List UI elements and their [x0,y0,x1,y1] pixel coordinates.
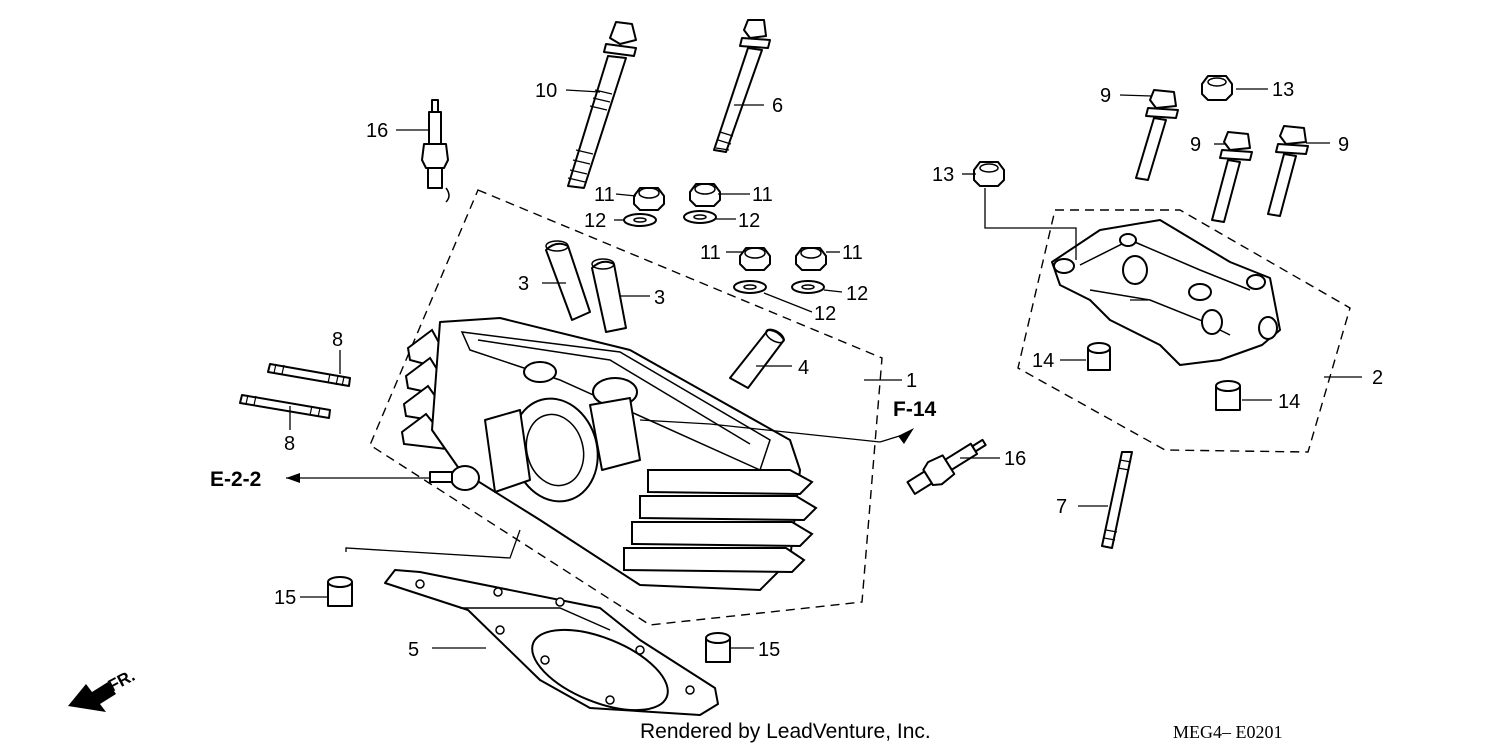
valve-guide-3-a[interactable] [545,240,591,321]
label-part-6: 6 [772,95,783,117]
spark-plug-16-b[interactable] [904,431,991,499]
valve-guide-4[interactable] [729,327,786,389]
dowel-pin-14-b[interactable] [1215,380,1241,411]
label-part-9c: 9 [1338,134,1349,156]
stud-bolt-8-upper[interactable] [267,363,351,387]
label-part-8a: 8 [332,329,343,351]
cylinder-head-group-outline [369,189,883,626]
cap-nut-11-b[interactable] [689,183,721,207]
label-part-15a: 15 [274,587,296,609]
label-part-16a: 16 [366,120,388,142]
arrow-to-f-14 [898,428,914,444]
label-part-7: 7 [1056,496,1067,518]
label-part-12c: 12 [846,283,868,305]
label-part-12d: 12 [814,303,836,325]
label-part-11c: 11 [700,242,721,264]
cylinder-head[interactable] [400,317,818,591]
washer-12-d[interactable] [791,280,825,294]
reference-f-14[interactable]: F-14 [893,398,937,421]
cap-nut-11-a[interactable] [633,187,665,211]
valve-guide-3-b[interactable] [591,258,627,333]
dowel-pin-14-a[interactable] [1087,342,1111,371]
part-labels: 1 2 3 3 4 5 6 7 8 8 9 9 9 10 11 11 11 11… [274,79,1383,661]
label-part-2: 2 [1372,367,1383,389]
label-part-9a: 9 [1100,85,1111,107]
spark-plug-16-a[interactable] [421,99,450,203]
label-part-12b: 12 [738,210,760,232]
reference-e-2-2[interactable]: E-2-2 [210,468,261,491]
washer-12-a[interactable] [623,213,657,227]
cap-nut-13-b[interactable] [973,161,1005,187]
stud-bolt-7[interactable] [1101,451,1133,549]
label-part-1: 1 [906,370,917,392]
flange-bolt-10[interactable] [567,21,637,189]
dowel-pin-15-a[interactable] [327,576,353,607]
cylinder-head-gasket[interactable] [384,569,719,727]
label-part-11d: 11 [842,242,863,264]
arrow-to-e-2-2 [286,473,300,483]
stud-bolt-8-lower[interactable] [239,394,331,419]
cap-nut-11-c[interactable] [739,247,771,271]
diagram-code: MEG4– E0201 [1173,722,1283,742]
label-part-3b: 3 [654,287,665,309]
dowel-pin-15-b[interactable] [705,632,731,663]
flange-bolt-9-c[interactable] [1267,125,1309,217]
label-part-11b: 11 [752,184,773,206]
label-part-11a: 11 [594,184,615,206]
flange-bolt-9-a[interactable] [1135,89,1179,181]
cap-nut-13-a[interactable] [1201,75,1233,101]
label-part-4: 4 [798,357,809,379]
label-part-5: 5 [408,639,419,661]
label-part-14a: 14 [1032,350,1054,372]
render-credit: Rendered by LeadVenture, Inc. [640,720,931,743]
flange-bolt-6[interactable] [713,19,771,153]
cap-nut-11-d[interactable] [795,247,827,271]
label-part-15b: 15 [758,639,780,661]
label-part-13b: 13 [932,164,954,186]
label-part-14b: 14 [1278,391,1300,413]
front-direction-arrow-icon [68,682,116,712]
label-part-3a: 3 [518,273,529,295]
rocker-arm-holder[interactable] [1051,219,1281,366]
label-part-8b: 8 [284,433,295,455]
washer-12-b[interactable] [683,210,717,224]
label-part-9b: 9 [1190,134,1201,156]
cam-holder-group-outline [1017,209,1351,453]
flange-bolt-9-b[interactable] [1211,131,1253,223]
label-part-12a: 12 [584,210,606,232]
washer-12-c[interactable] [733,280,767,294]
label-part-16b: 16 [1004,448,1026,470]
label-part-10: 10 [535,80,557,102]
leader-lines [286,88,1362,649]
label-part-13a: 13 [1272,79,1294,101]
